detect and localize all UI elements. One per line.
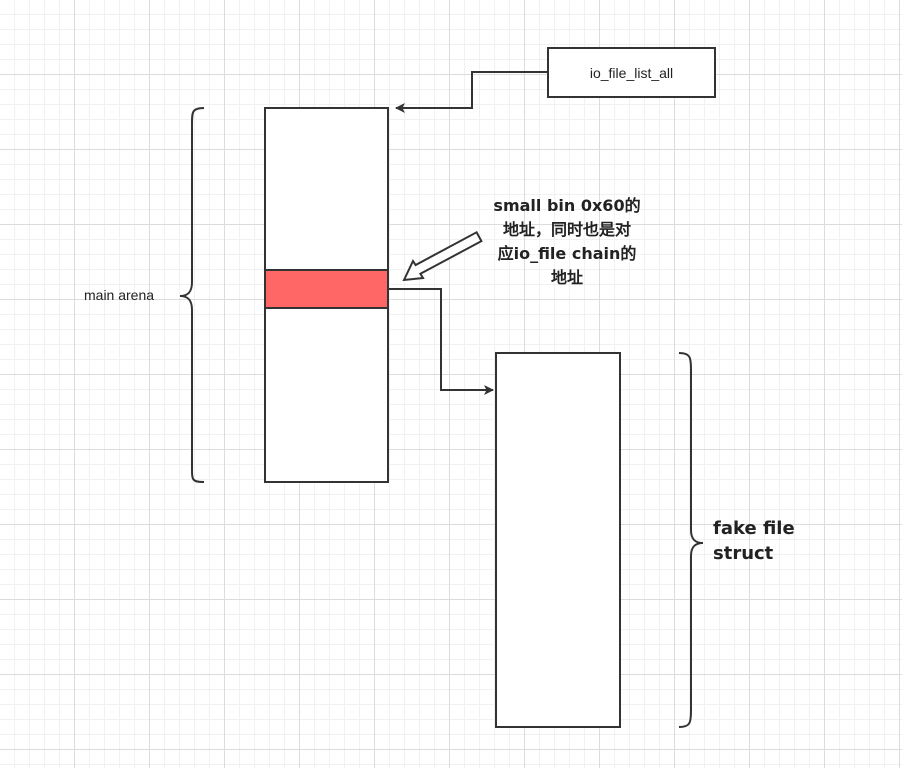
small-bin-slot[interactable] bbox=[264, 269, 389, 309]
io-file-list-all-block[interactable]: io_file_list_all bbox=[547, 47, 716, 98]
slot-to-fake-arrow bbox=[389, 288, 494, 395]
small-bin-note-line-2: 地址，同时也是对 bbox=[502, 220, 631, 239]
small-bin-note-line-3: 应io_file chain的 bbox=[497, 244, 637, 263]
small-bin-note: small bin 0x60的 地址，同时也是对 应io_file chain的… bbox=[462, 194, 672, 290]
fake-file-struct-label-line-2: struct bbox=[713, 543, 774, 564]
main-arena-label: main arena bbox=[84, 287, 155, 303]
fake-file-struct-block[interactable] bbox=[495, 352, 621, 728]
fake-file-struct-label-line-1: fake file bbox=[713, 518, 795, 539]
note-callout-arrow bbox=[402, 230, 483, 282]
fake-file-struct-brace bbox=[678, 352, 704, 728]
list-all-to-arena-arrow bbox=[395, 71, 547, 113]
io-file-list-all-label: io_file_list_all bbox=[589, 64, 674, 81]
small-bin-note-line-1: small bin 0x60的 bbox=[493, 196, 641, 215]
main-arena-brace bbox=[179, 107, 205, 483]
fake-file-struct-label: fake file struct bbox=[713, 516, 795, 566]
small-bin-note-line-4: 地址 bbox=[550, 268, 583, 287]
